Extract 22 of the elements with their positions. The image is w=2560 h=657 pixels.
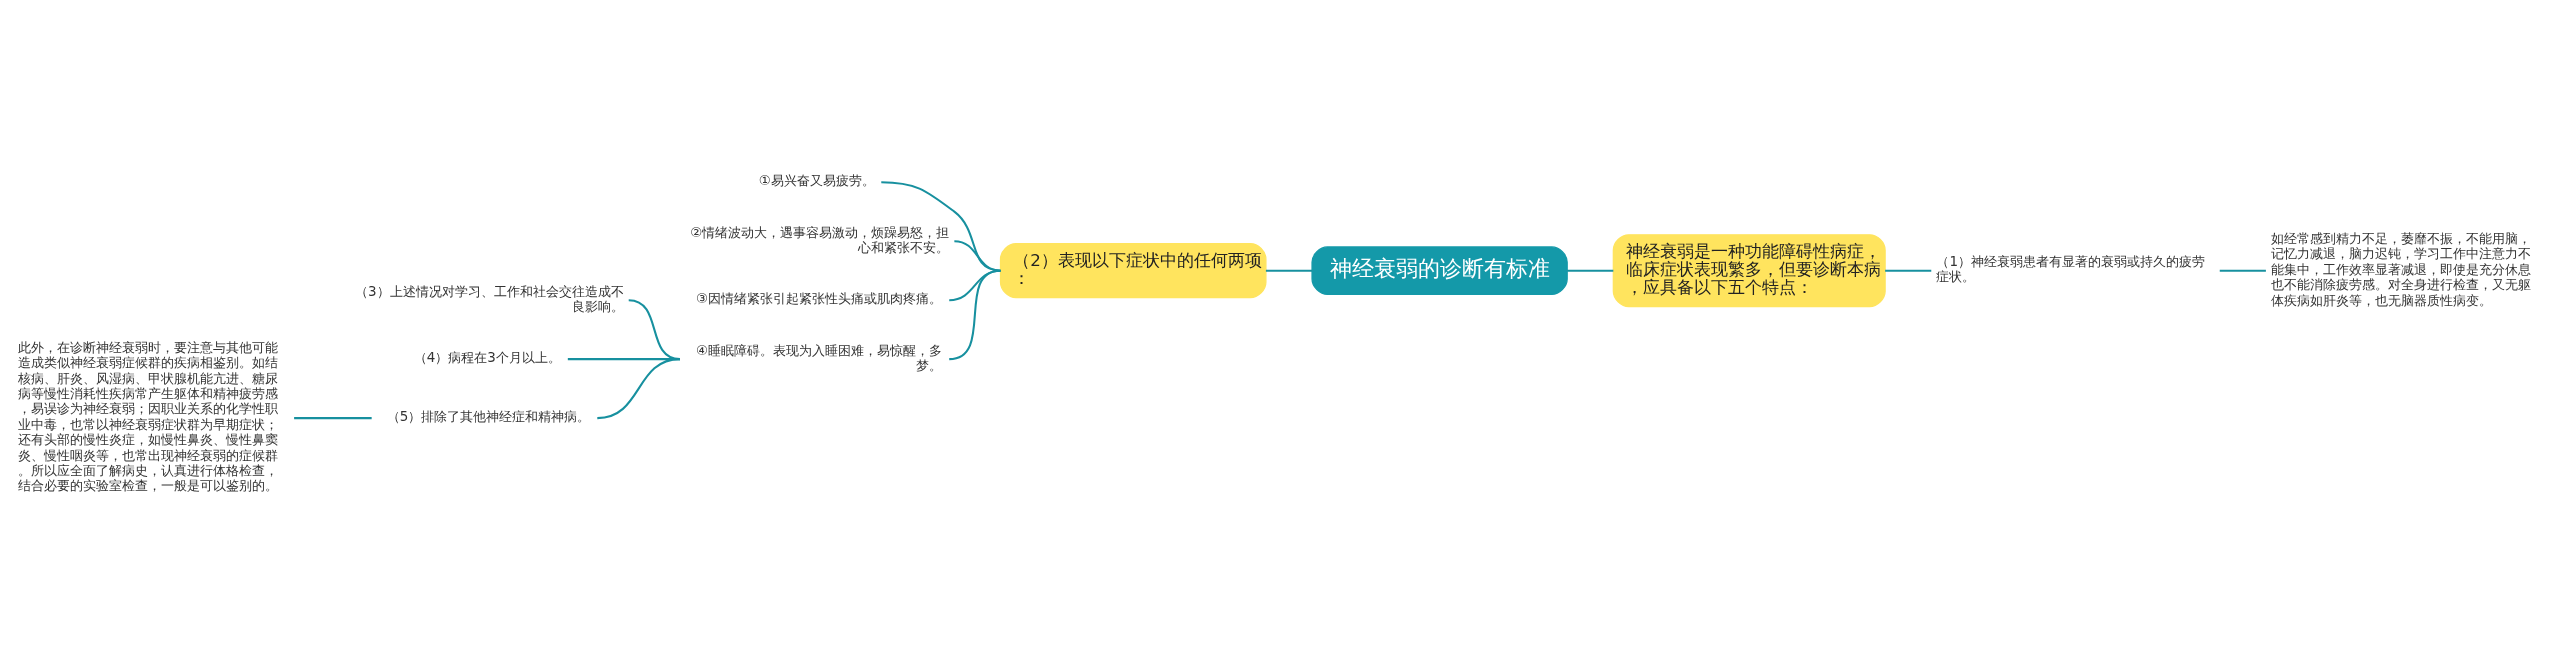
connector <box>2219 269 2266 272</box>
node-box: 神经衰弱的诊断有标准 <box>1311 245 1568 295</box>
node-text: ②情绪波动大，遇事容易激动，烦躁易怒，担心和紧张不安。 <box>690 224 950 255</box>
connector <box>881 180 1001 272</box>
node-box: （2）表现以下症状中的任何两项： <box>999 242 1267 298</box>
node-text: ④睡眠障碍。表现为入睡困难，易惊醒，多梦。 <box>696 342 943 373</box>
connector <box>1885 269 1932 272</box>
node-text: ③因情绪紧张引起紧张性头痛或肌肉疼痛。 <box>696 290 943 306</box>
connector <box>1567 269 1614 272</box>
node-text: 如经常感到精力不足，萎靡不振，不能用脑，记忆力减退，脑力迟钝，学习工作中注意力不能集中，工作效率显著减退，即使是充分休息也不能消除疲劳感。对全身进行检查，又无躯体疾病如肝炎等，也无脑器质性病变。 <box>2271 230 2532 308</box>
node-box: 神经衰弱是一种功能障碍性病症，临床症状表现繁多，但要诊断本病，应具备以下五个特点： <box>1612 233 1886 307</box>
node-text: （5）排除了其他神经症和精神病。 <box>386 408 591 424</box>
node-text: ①易兴奋又易疲劳。 <box>758 172 875 188</box>
node-text: （3）上述情况对学习、工作和社会交往造成不良影响。 <box>355 283 624 314</box>
node-text: （4）病程在3个月以上。 <box>413 349 561 365</box>
connector <box>597 357 681 419</box>
connector <box>949 269 1001 360</box>
node-text: （1）神经衰弱患者有显著的衰弱或持久的疲劳症状。 <box>1936 253 2205 284</box>
node-text: 此外，在诊断神经衰弱时，要注意与其他可能造成类似神经衰弱症候群的疾病相鉴别。如结核病、肝炎、风湿病、甲状腺机能亢进、糖尿病等慢性消耗性疾病常产生躯体和精神疲劳感，易误诊为神经衰弱；因职业关系的化学性职业中毒，也常以神经衰弱症状群为早期症状；还有头部的慢性炎症，如慢性鼻炎、慢性鼻窦炎、慢性咽炎等，也常出现神经衰弱的症候群。所以应全面了解病史，认真进行体格检查，结合必要的实验室检查，一般是可以鉴别的。 <box>18 339 279 493</box>
connector <box>954 239 1001 272</box>
connector <box>294 416 372 419</box>
connector <box>1265 269 1313 272</box>
